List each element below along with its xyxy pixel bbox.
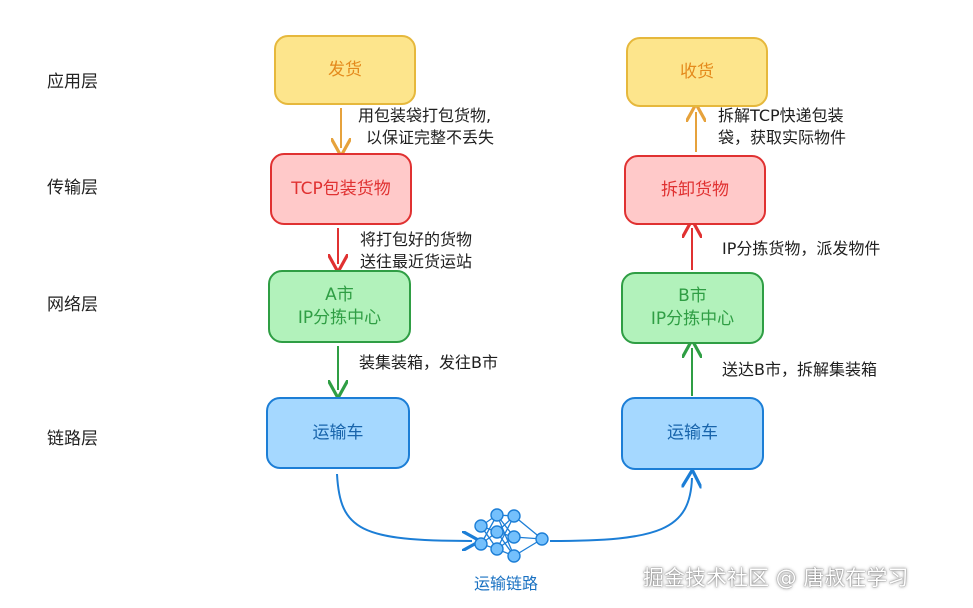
note-container: 装集装箱，发往B市 bbox=[359, 353, 498, 372]
note-ip-dispatch: IP分拣货物，派发物件 bbox=[722, 239, 881, 258]
layer-label-application: 应用层 bbox=[47, 72, 98, 92]
ship-box: 发货 bbox=[274, 35, 416, 105]
tcp-pack-label: TCP包装货物 bbox=[291, 178, 391, 199]
city-a-label: A市 bbox=[325, 284, 354, 305]
truck-a-box: 运输车 bbox=[266, 397, 410, 469]
ship-label: 发货 bbox=[328, 59, 362, 80]
layer-label-link: 链路层 bbox=[47, 429, 98, 449]
note-tcp-unpack-line1: 拆解TCP快递包装 bbox=[718, 106, 844, 125]
receive-box: 收货 bbox=[626, 37, 768, 107]
ip-sort-a-label: IP分拣中心 bbox=[297, 307, 382, 328]
ip-sort-b-label: IP分拣中心 bbox=[650, 309, 735, 329]
note-send: 将打包好的货物 送往最近货运站 bbox=[360, 229, 472, 274]
watermark: 掘金技术社区 @ 唐叔在学习 bbox=[643, 566, 909, 590]
note-pack: 用包装袋打包货物, 以保证完整不丢失 bbox=[358, 105, 494, 150]
truck-b-box: 运输车 bbox=[621, 397, 764, 470]
note-tcp-unpack: 拆解TCP快递包装 袋，获取实际物件 bbox=[718, 105, 846, 150]
truck-b-label: 运输车 bbox=[667, 423, 718, 444]
tcp-pack-box: TCP包装货物 bbox=[270, 153, 412, 225]
arrow-link-to-truck-b bbox=[549, 478, 692, 542]
ip-sort-a-box: A市 IP分拣中心 bbox=[268, 270, 411, 343]
transport-link-label: 运输链路 bbox=[474, 574, 539, 593]
note-pack-line2: 以保证完整不丢失 bbox=[366, 128, 495, 148]
receive-label: 收货 bbox=[680, 61, 714, 82]
arrow-truck-to-link bbox=[336, 473, 472, 541]
note-send-line1: 将打包好的货物 bbox=[360, 230, 473, 249]
network-nodes bbox=[474, 508, 549, 563]
truck-a-label: 运输车 bbox=[312, 422, 364, 443]
note-tcp-unpack-line2: 袋，获取实际物件 bbox=[718, 128, 847, 148]
note-arrive-b: 送达B市，拆解集装箱 bbox=[722, 360, 877, 379]
city-b-label: B市 bbox=[678, 286, 707, 307]
unpack-label: 拆卸货物 bbox=[661, 179, 729, 200]
note-pack-line1: 用包装袋打包货物, bbox=[358, 106, 492, 125]
ip-sort-b-box: B市 IP分拣中心 bbox=[621, 272, 764, 344]
unpack-box: 拆卸货物 bbox=[624, 155, 766, 225]
layer-label-network: 网络层 bbox=[47, 295, 98, 315]
note-send-line2: 送往最近货运站 bbox=[360, 252, 473, 272]
layer-label-transport: 传输层 bbox=[47, 178, 98, 198]
